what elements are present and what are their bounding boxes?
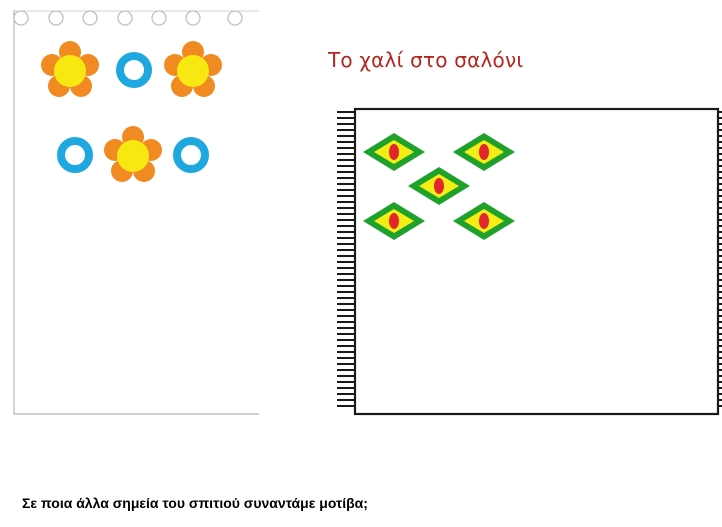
notebook-pattern-card — [13, 10, 260, 415]
carpet-fringe-left — [337, 111, 355, 407]
ring-icon — [177, 141, 205, 169]
carpet-title: Το χαλί στο σαλόνι — [328, 48, 524, 72]
spiral-ring-icon — [227, 10, 243, 26]
spiral-ring-icon — [151, 10, 167, 26]
carpet-drawing — [334, 104, 722, 416]
spiral-ring-icon — [48, 10, 64, 26]
flower-icon — [104, 126, 162, 182]
carpet-svg — [337, 107, 722, 416]
ring-icon — [61, 141, 89, 169]
notebook-page-border — [13, 10, 259, 415]
spiral-ring-icon — [185, 10, 201, 26]
notebook-spiral — [13, 10, 243, 26]
flower-icon — [164, 41, 222, 97]
flower-icon — [41, 41, 99, 97]
ring-icon — [120, 56, 148, 84]
spiral-ring-icon — [117, 10, 133, 26]
notebook-drawing — [13, 10, 259, 415]
carpet-frame — [353, 107, 720, 416]
question-text: Σε ποια άλλα σημεία του σπιτιού συναντάμ… — [22, 495, 368, 511]
spiral-ring-icon — [13, 10, 29, 26]
spiral-ring-icon — [82, 10, 98, 26]
